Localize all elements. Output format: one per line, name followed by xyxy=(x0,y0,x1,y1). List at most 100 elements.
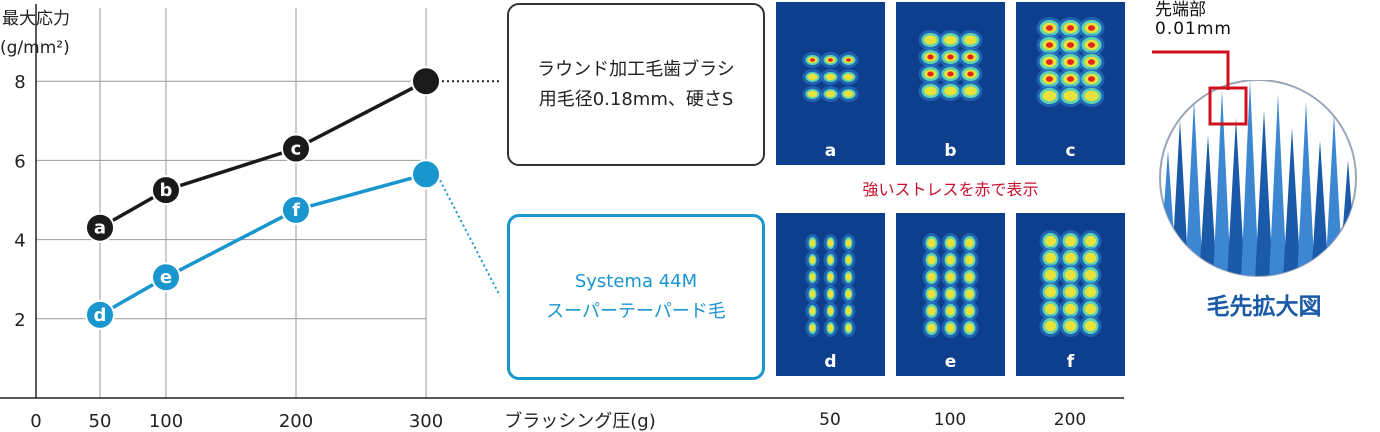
tip-label-line2: 0.01mm xyxy=(1155,19,1232,39)
y-axis-title-line1: 最大応力 xyxy=(2,9,70,29)
p-f-blob-3-2-core xyxy=(1084,286,1097,298)
p-d-blob-5-1-core xyxy=(827,324,834,332)
bristle-spike-2 xyxy=(1185,100,1203,276)
p-e-blob-3-0-core xyxy=(927,289,936,299)
p-f-blob-3-0-core xyxy=(1044,286,1057,298)
panel-x-value-200: 200 xyxy=(1053,410,1087,430)
p-d-blob-2-0-core xyxy=(809,273,816,281)
p-a-blob-1-1-core xyxy=(825,73,836,81)
p-c-blob-1-1-hot xyxy=(1067,42,1074,48)
legend-blue-line2: スーパーテーパード毛 xyxy=(546,301,726,322)
bristle-spike-9 xyxy=(1283,128,1301,276)
panel-label-b: b xyxy=(944,141,957,161)
p-d-blob-2-1-core xyxy=(827,273,834,281)
series-0-point-0 xyxy=(85,212,115,243)
p-d-blob-1-0-core xyxy=(809,256,816,264)
tip-label-line1: 先端部 xyxy=(1155,0,1206,20)
legend-black-line1: ラウンド加工毛歯ブラシ xyxy=(537,58,735,80)
point-label-a: a xyxy=(94,218,106,239)
p-f-blob-3-1-core xyxy=(1064,286,1077,298)
p-c-blob-1-0-hot xyxy=(1046,42,1053,48)
p-d-blob-1-2-core xyxy=(845,256,852,264)
p-e-blob-2-2-core xyxy=(965,272,974,282)
p-e-blob-5-0-core xyxy=(927,323,936,333)
p-c-blob-4-2-core xyxy=(1084,90,1099,102)
p-f-blob-2-0-core xyxy=(1044,269,1057,281)
p-d-blob-2-2-core xyxy=(845,273,852,281)
p-e-blob-1-1-core xyxy=(946,255,955,265)
x-axis-label: ブラッシング圧(g) xyxy=(504,410,655,432)
bristle-spike-7 xyxy=(1255,110,1273,276)
p-d-blob-5-0-core xyxy=(809,324,816,332)
series-line-0 xyxy=(99,79,427,230)
series-line-1 xyxy=(99,172,427,317)
y-tick-label-6: 6 xyxy=(14,151,25,172)
p-b-blob-3-2-core xyxy=(964,86,977,96)
bristle-spike-6 xyxy=(1241,80,1259,276)
bristle-spike-11 xyxy=(1311,140,1329,276)
point-label-f: f xyxy=(292,200,300,221)
heatmap-panel-b: b xyxy=(896,2,1005,165)
p-b-blob-0-1-core xyxy=(944,35,957,45)
x-tick-label-100: 100 xyxy=(149,411,183,432)
p-f-blob-1-0-core xyxy=(1044,252,1057,264)
p-f-blob-2-2-core xyxy=(1084,269,1097,281)
panel-x-value-50: 50 xyxy=(819,410,841,430)
p-c-blob-3-1-hot xyxy=(1067,76,1074,82)
stress-caption: 強いストレスを赤で表示 xyxy=(862,180,1039,199)
p-d-blob-0-1-core xyxy=(827,239,834,247)
p-f-blob-4-1-core xyxy=(1064,303,1077,315)
p-f-blob-0-0-core xyxy=(1044,235,1057,247)
tip-leader-line xyxy=(1152,50,1230,90)
y-tick-label-4: 4 xyxy=(14,231,25,252)
series-1-point-1 xyxy=(151,262,181,293)
p-a-heatmap xyxy=(802,52,859,102)
point-label-e: e xyxy=(160,267,172,288)
p-f-blob-4-2-core xyxy=(1084,303,1097,315)
p-a-blob-2-2-core xyxy=(843,90,854,98)
p-f-blob-5-0-core xyxy=(1044,320,1057,332)
panel-label-c: c xyxy=(1065,141,1076,161)
heatmap-panel-a: a xyxy=(776,2,885,165)
p-f-blob-4-0-core xyxy=(1044,303,1057,315)
bristle-spike-8 xyxy=(1269,94,1287,276)
panel-label-f: f xyxy=(1066,352,1075,372)
p-b-blob-3-0-core xyxy=(924,86,937,96)
legend-box-round-bristle: ラウンド加工毛歯ブラシ 用毛径0.18mm、硬さS xyxy=(507,3,765,166)
panel-label-d: d xyxy=(824,352,837,372)
p-e-blob-4-1-core xyxy=(946,306,955,316)
point-label-d: d xyxy=(94,305,107,326)
p-a-blob-0-0-hot xyxy=(810,58,815,62)
p-d-blob-3-2-core xyxy=(845,290,852,298)
p-b-blob-3-1-core xyxy=(944,86,957,96)
p-d-blob-1-1-core xyxy=(827,256,834,264)
p-d-blob-5-2-core xyxy=(845,324,852,332)
p-e-blob-0-2-core xyxy=(965,238,974,248)
bristle-spike-3 xyxy=(1199,135,1217,276)
bristle-spike-4 xyxy=(1213,90,1231,276)
p-b-blob-1-1-hot xyxy=(947,54,954,60)
y-tick-label-8: 8 xyxy=(14,72,25,93)
p-c-blob-3-0-hot xyxy=(1046,76,1053,82)
p-b-blob-2-0-hot xyxy=(927,71,934,77)
p-a-blob-0-1-hot xyxy=(828,58,833,62)
point-label-c: c xyxy=(291,139,302,160)
heatmap-panel-d: d xyxy=(776,213,885,376)
legend-black-line2: 用毛径0.18mm、硬さS xyxy=(538,88,734,110)
connector-blue xyxy=(439,179,501,297)
p-e-blob-2-0-core xyxy=(927,272,936,282)
y-axis-title-line2: (g/mm²) xyxy=(0,38,70,58)
p-b-blob-1-2-hot xyxy=(967,54,974,60)
p-a-blob-1-2-core xyxy=(843,73,854,81)
p-a-blob-2-1-core xyxy=(825,90,836,98)
p-a-blob-1-0-core xyxy=(807,73,818,81)
p-e-blob-0-0-core xyxy=(927,238,936,248)
p-c-blob-0-2-hot xyxy=(1088,25,1095,31)
p-e-blob-3-1-core xyxy=(946,289,955,299)
series-0-point-1 xyxy=(151,175,181,206)
p-e-blob-1-2-core xyxy=(965,255,974,265)
legend-box-systema: Systema 44M スーパーテーパード毛 xyxy=(507,214,765,380)
p-d-blob-0-0-core xyxy=(809,239,816,247)
p-d-blob-4-0-core xyxy=(809,307,816,315)
